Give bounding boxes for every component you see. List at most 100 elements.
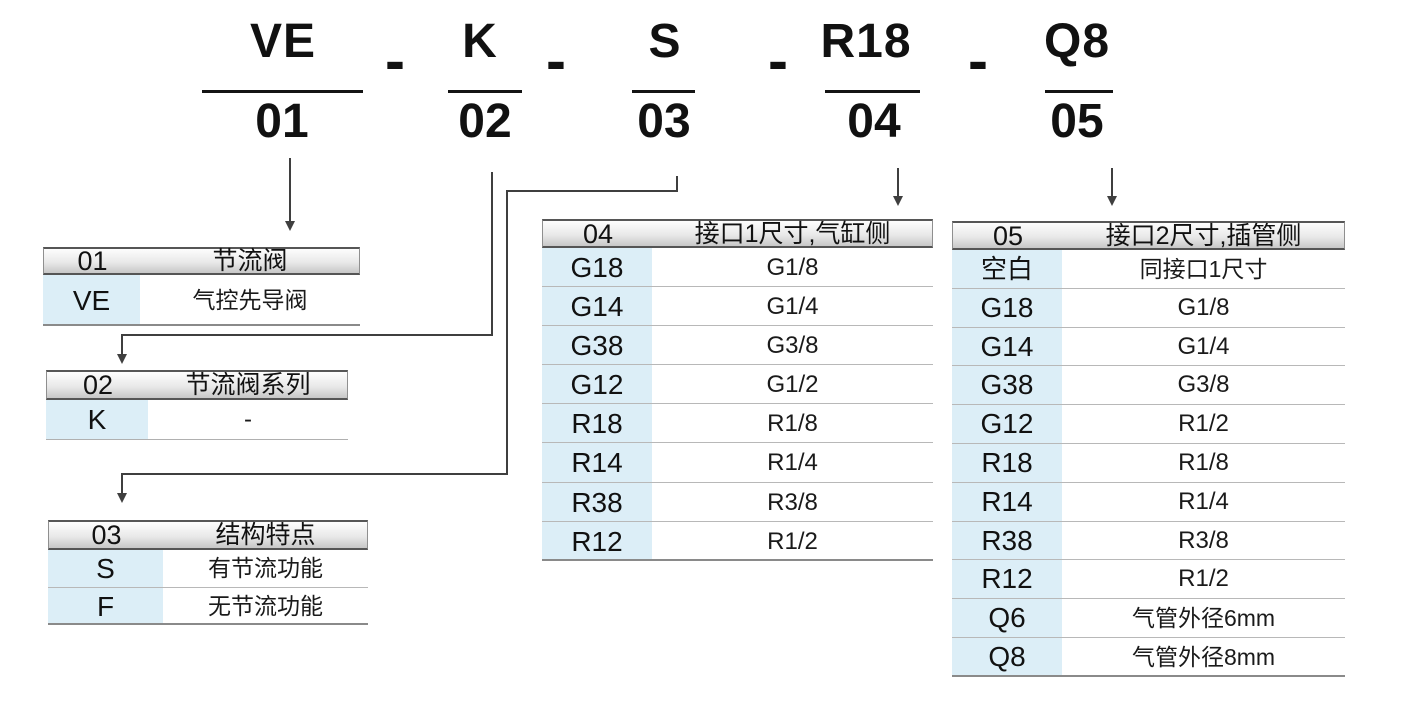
desc-cell: R1/2	[1178, 410, 1229, 438]
code-cell: 空白	[952, 250, 1062, 288]
code-cell: F	[48, 587, 163, 623]
table-row: 空白 同接口1尺寸	[952, 250, 1345, 289]
code-cell: G18	[952, 288, 1062, 327]
code-cell: G14	[952, 327, 1062, 366]
desc-cell: R1/8	[1178, 448, 1229, 476]
table-header-number: 03	[91, 520, 122, 550]
code-cell: S	[48, 550, 163, 587]
table-header: 05 接口2尺寸,插管侧	[952, 221, 1345, 250]
code-segment-02: K	[462, 15, 498, 68]
table-row: G18 G1/8	[952, 288, 1345, 328]
code-segment-04: R18	[820, 15, 912, 68]
code-underline-02	[448, 90, 522, 93]
connector-line	[506, 190, 678, 192]
code-cell: Q6	[952, 599, 1062, 637]
connector-line	[121, 473, 508, 475]
table-row: R14 R1/4	[542, 443, 933, 483]
table-header: 01 节流阀	[43, 247, 360, 275]
table-header-title: 结构特点	[215, 521, 316, 549]
desc-cell: G1/8	[1177, 293, 1230, 321]
code-segment-01: VE	[249, 15, 317, 68]
table-header-number: 01	[77, 246, 108, 276]
desc-cell: G1/4	[766, 293, 819, 321]
arrow-down-icon	[117, 493, 127, 503]
desc-cell: G3/8	[1177, 371, 1230, 399]
code-cell: R18	[542, 404, 652, 443]
code-underline-01	[202, 90, 363, 93]
table-header-title: 接口2尺寸,插管侧	[1105, 222, 1302, 250]
table-header-title: 节流阀	[212, 247, 288, 275]
arrow-down-icon	[1107, 196, 1117, 206]
code-underline-05	[1045, 90, 1113, 93]
position-number-01: 01	[255, 95, 309, 148]
code-cell: R14	[952, 482, 1062, 521]
code-cell: G14	[542, 287, 652, 326]
connector-line	[676, 176, 678, 192]
code-segment-03: S	[648, 15, 682, 68]
desc-cell: -	[244, 406, 252, 433]
table-row: G14 G1/4	[542, 287, 933, 327]
code-separator-dash: -	[385, 26, 405, 94]
arrow-down-icon	[285, 221, 295, 231]
table-row: G12 R1/2	[952, 405, 1345, 444]
connector-line	[289, 158, 291, 222]
table-row: G14 G1/4	[952, 327, 1345, 367]
arrow-down-icon	[117, 354, 127, 364]
code-cell: R18	[952, 443, 1062, 482]
connector-line	[1111, 168, 1113, 198]
position-number-02: 02	[458, 95, 512, 148]
desc-cell: R1/2	[767, 527, 818, 555]
desc-cell: 气管外径8mm	[1131, 643, 1276, 670]
code-cell: K	[46, 400, 148, 439]
table-row: K-	[46, 400, 348, 440]
table-header-number: 04	[582, 219, 614, 249]
code-underline-03	[632, 90, 695, 93]
code-cell: VE	[43, 275, 140, 324]
code-cell: R14	[542, 443, 652, 482]
table-header-title: 接口1尺寸,气缸侧	[694, 220, 891, 248]
code-cell: G12	[952, 405, 1062, 443]
code-cell: G38	[952, 366, 1062, 405]
code-cell: R38	[542, 482, 652, 521]
connector-line	[121, 334, 493, 336]
desc-cell: 气管外径6mm	[1131, 605, 1276, 632]
connector-line	[506, 192, 508, 475]
table-row: R38 R3/8	[952, 521, 1345, 561]
code-separator-dash: -	[768, 26, 788, 94]
desc-cell: G3/8	[766, 332, 819, 360]
code-cell: R12	[952, 560, 1062, 599]
code-underline-04	[825, 90, 920, 93]
desc-cell: G1/8	[766, 254, 819, 281]
desc-cell: G1/4	[1177, 332, 1230, 360]
position-number-05: 05	[1050, 95, 1104, 148]
connector-line	[491, 172, 493, 336]
desc-cell: G1/2	[766, 371, 819, 399]
desc-cell: R1/8	[767, 410, 818, 438]
table-header-number: 02	[82, 370, 114, 400]
table-header-number: 05	[992, 221, 1024, 251]
desc-cell: R1/4	[1178, 487, 1229, 515]
desc-cell: R1/2	[1178, 565, 1229, 593]
table-row: R18 R1/8	[952, 443, 1345, 483]
code-cell: R12	[542, 521, 652, 559]
table-row: G38 G3/8	[952, 366, 1345, 406]
desc-cell: R3/8	[1178, 526, 1229, 554]
code-cell: R38	[952, 521, 1062, 560]
table-row: R12 R1/2	[542, 521, 933, 561]
table-row: R14 R1/4	[952, 482, 1345, 522]
position-number-04: 04	[847, 95, 901, 148]
code-segment-05: Q8	[1043, 15, 1111, 68]
desc-cell: 无节流功能	[208, 592, 323, 619]
desc-cell: 同接口1尺寸	[1139, 256, 1268, 282]
desc-cell: R1/4	[767, 449, 818, 477]
